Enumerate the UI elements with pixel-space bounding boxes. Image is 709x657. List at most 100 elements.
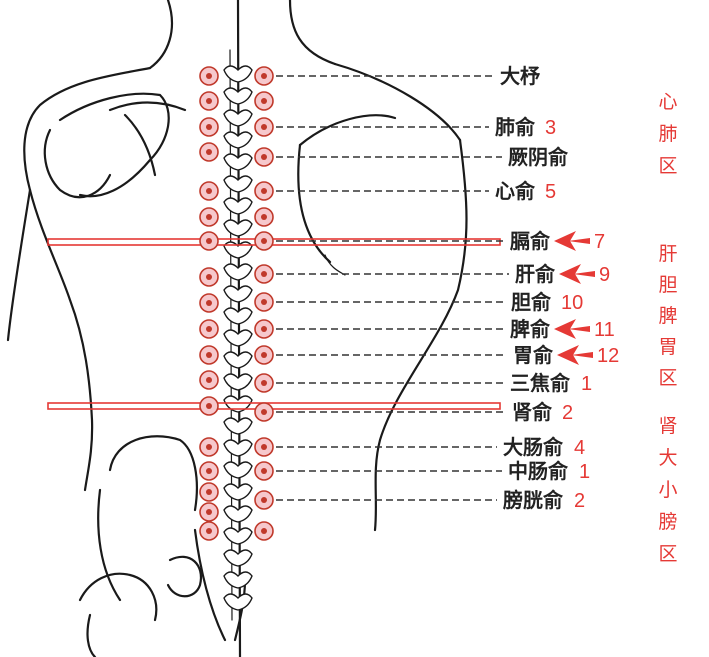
zone-char: 胃 xyxy=(658,336,677,358)
femur-shaft xyxy=(88,615,95,657)
acupoint-marker xyxy=(255,462,273,480)
vertebra xyxy=(224,594,252,610)
vertebra xyxy=(224,418,252,434)
acupoint-number: 7 xyxy=(594,231,605,253)
acupoint-marker xyxy=(255,118,273,136)
acupoint-row: 胆俞 10 xyxy=(255,290,583,314)
zone-char: 大 xyxy=(658,447,677,469)
acupoint-label: 胆俞 xyxy=(511,290,552,314)
acupoint-label: 大杼 xyxy=(500,64,541,88)
pelvis-left xyxy=(98,490,120,600)
acupoint-number: 1 xyxy=(579,461,590,483)
acupoint-row: 肝俞 9 xyxy=(255,262,610,286)
arrow-marker xyxy=(554,231,590,251)
acupoint-row: 膀胱俞 2 xyxy=(255,488,585,512)
acupoint-left xyxy=(200,143,218,161)
acupoint-label: 膀胱俞 xyxy=(502,488,564,512)
acupoint-marker xyxy=(255,293,273,311)
acupoint-row: 膈俞 7 xyxy=(255,229,605,253)
vertebra xyxy=(224,462,252,478)
acupoint-number: 11 xyxy=(594,319,615,341)
acupoint-left xyxy=(200,397,218,415)
acupoint-marker xyxy=(255,491,273,509)
acupoint-left xyxy=(200,438,218,456)
neck-right xyxy=(290,0,335,64)
zone-label: 肾大小膀区 xyxy=(658,415,677,565)
acupoint-left xyxy=(200,208,218,226)
acupoint-row: 大杼 xyxy=(255,64,541,88)
acupoint-marker xyxy=(255,182,273,200)
acupoint-row: 中肠俞 1 xyxy=(255,459,590,483)
zone-char: 肾 xyxy=(658,415,677,437)
acupoint-marker xyxy=(255,403,273,421)
acupoint-number: 9 xyxy=(599,264,610,286)
zone-char: 小 xyxy=(658,479,677,501)
vertebra xyxy=(224,484,252,500)
vertebra xyxy=(224,440,252,456)
acupoint-left xyxy=(200,503,218,521)
acupoint-label: 三焦俞 xyxy=(510,371,571,395)
acupoint-left xyxy=(200,118,218,136)
acupoint-number: 10 xyxy=(561,292,583,314)
acupoint-marker xyxy=(255,67,273,85)
arrow-marker xyxy=(557,345,593,365)
zone-char: 胆 xyxy=(658,274,677,296)
acupoint-left xyxy=(200,182,218,200)
scapula-spine xyxy=(125,115,155,175)
acupoint-left xyxy=(200,462,218,480)
acupoint-label: 心俞 xyxy=(495,179,536,203)
acupoint-label: 脾俞 xyxy=(510,317,551,341)
acupoint-left xyxy=(200,268,218,286)
acupoint-number: 2 xyxy=(574,490,585,512)
vertebrae-column xyxy=(224,66,252,610)
shoulder-left xyxy=(24,68,150,190)
hip-socket xyxy=(168,557,201,596)
acupoint-label: 肝俞 xyxy=(515,262,556,286)
acupoint-number: 5 xyxy=(545,181,556,203)
acupoint-label: 胃俞 xyxy=(513,343,554,367)
acupoint-left xyxy=(200,522,218,540)
acupoint-row: 肺俞 3 xyxy=(255,115,556,139)
acupoint-row: 大肠俞4 xyxy=(255,435,585,459)
acupoint-list: 大杼肺俞3厥阴俞心俞5膈俞7肝俞9胆俞10脾俞11胃俞12三焦俞1肾俞2大肠俞4… xyxy=(200,64,619,540)
band-upper xyxy=(48,239,500,245)
zone-char: 膀 xyxy=(658,511,677,533)
hand-lines xyxy=(325,255,345,275)
acupoint-marker xyxy=(255,438,273,456)
acupoint-number: 2 xyxy=(562,402,573,424)
acupoint-marker xyxy=(255,148,273,166)
acupoint-left xyxy=(200,294,218,312)
arm-left xyxy=(8,190,30,340)
acupoint-right xyxy=(255,522,273,540)
arrow-marker xyxy=(554,319,590,339)
humerus-head xyxy=(45,130,110,197)
acupoint-right xyxy=(255,92,273,110)
acupoint-row: 胃俞 12 xyxy=(255,343,619,367)
vertebra xyxy=(224,550,252,566)
acupoint-left xyxy=(200,232,218,250)
torso-left xyxy=(30,190,92,490)
acupoint-label: 厥阴俞 xyxy=(508,145,569,169)
acupoint-left xyxy=(200,92,218,110)
acupoint-row: 三焦俞 1 xyxy=(255,371,592,395)
acupoint-label: 膈俞 xyxy=(509,229,551,253)
vertebra xyxy=(224,374,252,390)
acupoint-marker xyxy=(255,320,273,338)
zone-char: 肺 xyxy=(658,123,677,145)
acupoint-left xyxy=(200,67,218,85)
acupoint-label: 肾俞 xyxy=(512,400,553,424)
acupoint-label: 肺俞 xyxy=(495,115,536,139)
band-lower xyxy=(48,403,500,409)
zone-label: 肝胆脾胃区 xyxy=(658,243,677,389)
acupoint-number: 3 xyxy=(545,117,556,139)
acupoint-number: 4 xyxy=(574,437,585,459)
acupoint-row: 厥阴俞 xyxy=(255,145,569,169)
zone-char: 区 xyxy=(658,155,677,177)
acupoint-label: 中肠俞 xyxy=(508,459,569,483)
zone-label: 心肺区 xyxy=(658,91,677,177)
acupoint-left xyxy=(200,346,218,364)
acupoint-marker xyxy=(255,232,273,250)
acupoint-number: 12 xyxy=(597,345,619,367)
acupoint-number: 1 xyxy=(581,373,592,395)
